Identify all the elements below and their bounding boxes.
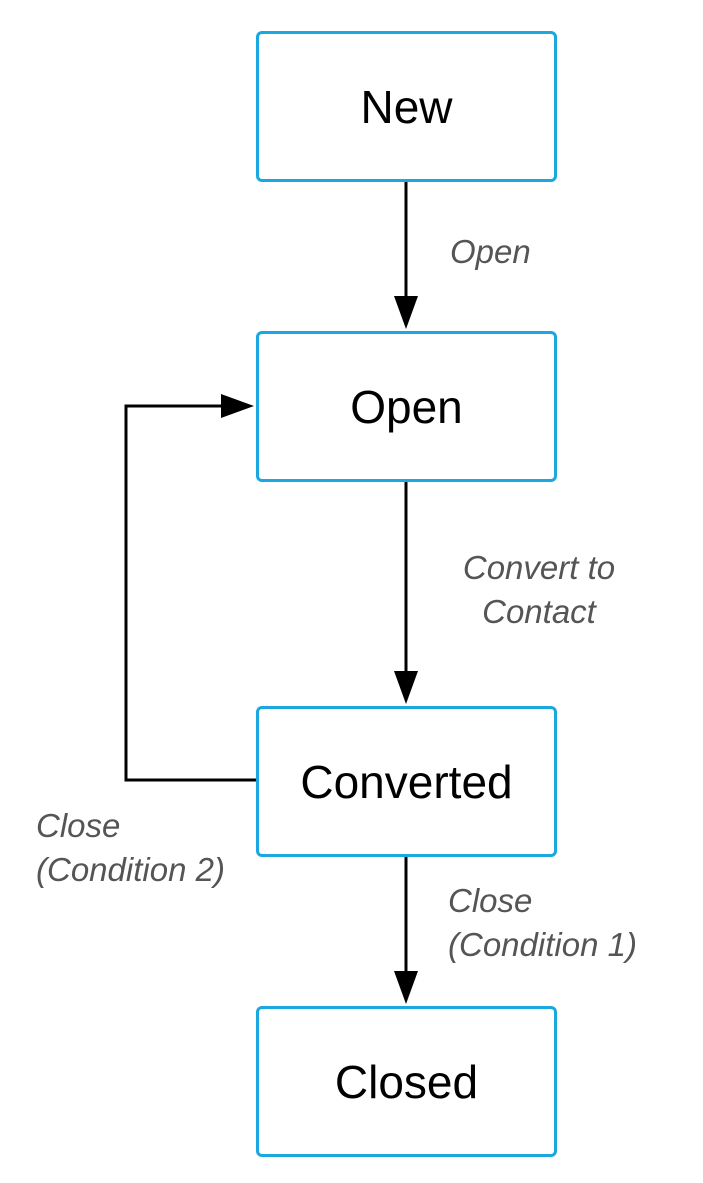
state-converted: Converted (256, 706, 557, 857)
edge-label-line: (Condition 1) (448, 926, 637, 963)
state-new-label: New (360, 80, 453, 133)
edge-label-converted-to-closed: Close (Condition 1) (448, 879, 637, 967)
edge-label-converted-to-open: Close (Condition 2) (36, 804, 225, 892)
edge-label-line: Convert to (462, 549, 616, 586)
arrow-new-to-open (394, 182, 418, 329)
arrow-converted-to-open (124, 394, 256, 782)
state-closed-label: Closed (334, 1055, 479, 1108)
state-open-label: Open (350, 380, 463, 433)
edge-label-line: Contact (482, 593, 596, 630)
arrow-open-to-converted (394, 481, 418, 704)
arrow-converted-to-closed (394, 856, 418, 1004)
state-open: Open (256, 331, 557, 482)
state-new: New (256, 31, 557, 182)
edge-label-line: Close (448, 882, 533, 919)
edge-label-line: (Condition 2) (36, 851, 225, 888)
edge-label-line: Close (36, 807, 121, 844)
state-converted-label: Converted (300, 755, 513, 808)
edge-label-new-to-open: Open (450, 230, 531, 274)
state-closed: Closed (256, 1006, 557, 1157)
edge-label-line: Open (450, 233, 531, 270)
edge-label-open-to-converted: Convert to Contact (448, 546, 630, 634)
